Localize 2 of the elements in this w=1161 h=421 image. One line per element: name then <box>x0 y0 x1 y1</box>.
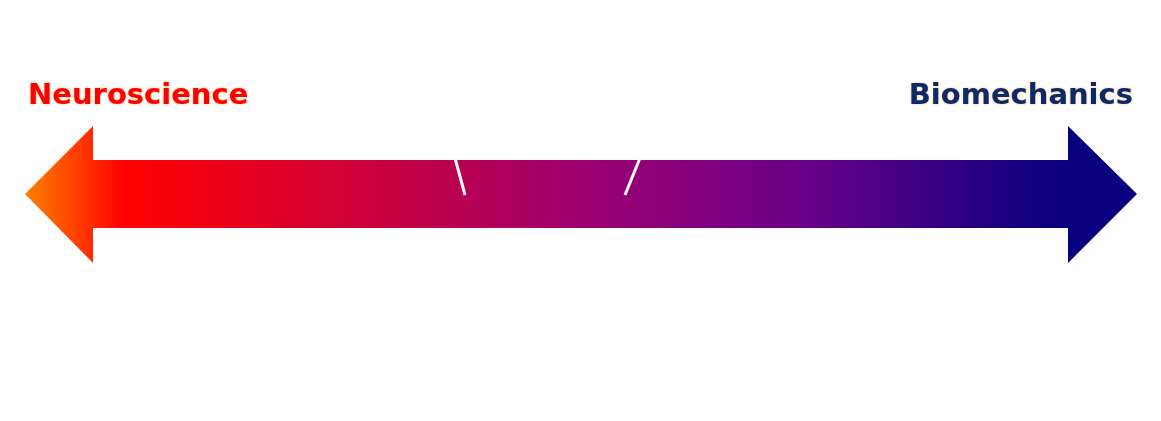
category-label: Neuroscience <box>28 76 249 113</box>
category-label: Biomechanics <box>908 76 1133 113</box>
